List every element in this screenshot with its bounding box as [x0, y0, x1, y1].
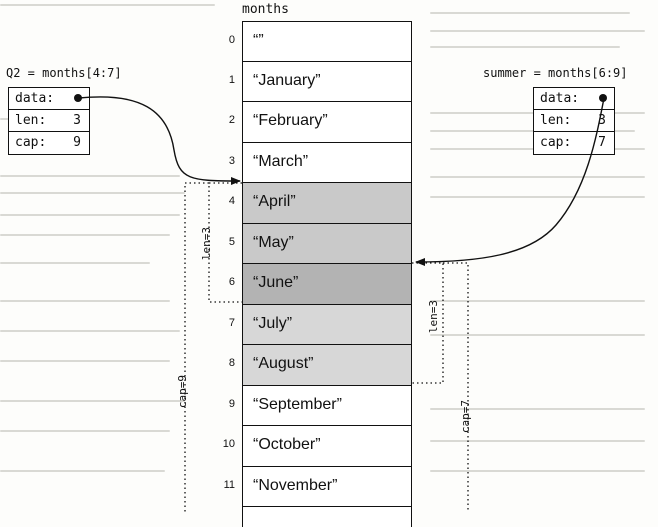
- array-cell-0: 0 “”: [229, 21, 412, 62]
- cell-value: “June”: [253, 274, 299, 291]
- q2-data-field: data:: [9, 88, 89, 110]
- cap-label: cap:: [540, 135, 572, 150]
- array-cell-6: 6 “June”: [229, 264, 412, 305]
- len-label: len:: [540, 113, 572, 128]
- cell-value: “January”: [253, 71, 321, 89]
- summer-len-label: len=3: [427, 299, 441, 334]
- array-cell-10: 10 “October”: [223, 426, 412, 467]
- array-cell-4: 4 “April”: [229, 183, 412, 224]
- cell-value: “September”: [253, 395, 342, 413]
- summer-slice-header: data: len: 3 cap: 7: [533, 87, 615, 155]
- cell-value: “April”: [253, 193, 296, 210]
- len-label: len:: [15, 113, 47, 128]
- months-array: 0 “” 1 “January” 2 “February” 3 “March” 4 “Ap…: [223, 21, 412, 527]
- cell-index: 10: [222, 438, 235, 450]
- summer-cap-label: cap=7: [459, 399, 473, 434]
- q2-cap-label: cap=9: [176, 374, 190, 409]
- q2-slice-title: Q2 = months[4:7]: [6, 66, 122, 80]
- data-label: data:: [540, 91, 580, 106]
- cell-index: 7: [228, 316, 235, 329]
- summer-slice-title: summer = months[6:9]: [483, 66, 628, 80]
- array-cell-1: 1 “January”: [229, 61, 412, 102]
- array-title: months: [242, 2, 289, 17]
- cell-value: “”: [253, 32, 264, 49]
- data-label: data:: [15, 91, 55, 106]
- cell-value: “August”: [253, 355, 314, 372]
- cell-index: 3: [228, 154, 235, 167]
- cap-value: 7: [598, 135, 606, 150]
- cell-index: 2: [228, 114, 235, 126]
- summer-len-field: len: 3: [534, 110, 614, 132]
- cell-value: “October”: [253, 436, 321, 453]
- q2-cap-field: cap: 9: [9, 132, 89, 154]
- cell-value: “November”: [253, 476, 338, 494]
- q2-len-label: len=3: [200, 226, 214, 261]
- cell-index: 8: [228, 357, 235, 369]
- array-cell-11: 11 “November”: [224, 466, 412, 507]
- cell-value: “May”: [253, 233, 294, 251]
- array-cell-12-partial: [242, 507, 412, 527]
- cell-index: 11: [223, 478, 235, 491]
- pointer-dot-icon: [74, 94, 82, 102]
- cell-index: 4: [228, 195, 235, 207]
- q2-pointer-arrow: [78, 96, 241, 185]
- array-cell-2: 2 “February”: [229, 102, 412, 143]
- cell-value: “February”: [253, 112, 328, 129]
- summer-data-field: data:: [534, 88, 614, 110]
- array-cell-9: 9 “September”: [229, 385, 412, 426]
- pointer-dot-icon: [599, 94, 607, 102]
- q2-len-field: len: 3: [9, 110, 89, 132]
- len-value: 3: [598, 113, 606, 128]
- cell-value: “March”: [253, 152, 309, 170]
- array-cell-3: 3 “March”: [229, 142, 412, 183]
- cell-index: 1: [228, 73, 235, 86]
- cap-label: cap:: [15, 135, 47, 150]
- len-value: 3: [73, 113, 81, 128]
- cap-value: 9: [73, 135, 81, 150]
- cell-index: 6: [228, 276, 235, 288]
- array-cell-7: 7 “July”: [229, 304, 412, 345]
- cell-index: 0: [228, 34, 235, 46]
- q2-slice-header: data: len: 3 cap: 9: [8, 87, 90, 155]
- summer-cap-field: cap: 7: [534, 132, 614, 154]
- array-cell-8: 8 “August”: [229, 345, 412, 386]
- cell-index: 5: [228, 235, 235, 248]
- cell-index: 9: [228, 397, 235, 410]
- array-cell-5: 5 “May”: [229, 223, 412, 264]
- cell-value: “July”: [253, 314, 293, 332]
